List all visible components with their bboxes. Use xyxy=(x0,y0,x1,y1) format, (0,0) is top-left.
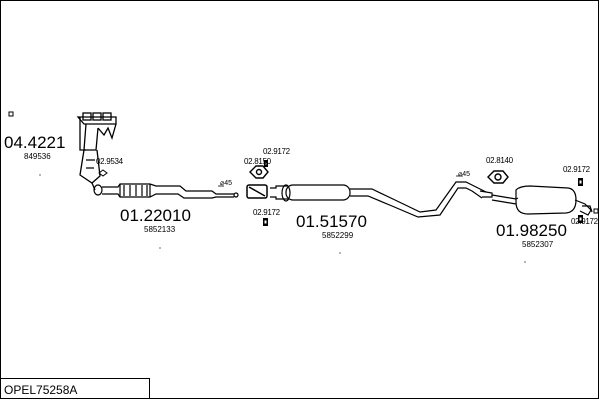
rear-silencer xyxy=(491,185,593,216)
clamp-icon xyxy=(246,184,268,199)
rubber-hanger-icon xyxy=(249,165,269,179)
assembly-number-middle-silencer: 01.51570 xyxy=(296,212,367,231)
part-number-9172-mid: 02.9172 xyxy=(253,208,280,217)
part-number-8150: 02.8150 xyxy=(244,157,271,166)
exhaust-manifold xyxy=(76,112,117,191)
diameter-arrow xyxy=(218,175,463,187)
oe-number-manifold: 849536 xyxy=(24,152,51,161)
leader-dots xyxy=(39,174,526,263)
oe-number-middle-silencer: 5852299 xyxy=(322,231,354,240)
part-number-9534: 02.9534 xyxy=(96,157,123,166)
gasket-icon xyxy=(263,161,583,225)
marker-icon-right xyxy=(593,208,599,214)
diameter-label-2: ⌀45 xyxy=(458,171,471,178)
rubber-hanger-icon xyxy=(487,170,509,184)
oe-number-front-pipe: 5852133 xyxy=(144,225,176,234)
oe-number-rear-silencer: 5852307 xyxy=(522,240,554,249)
front-pipe xyxy=(93,183,239,199)
part-number-9172-top: 02.9172 xyxy=(263,147,290,156)
assembly-number-rear-silencer: 01.98250 xyxy=(496,221,567,240)
marker-icon xyxy=(8,111,14,117)
assembly-number-front-pipe: 01.22010 xyxy=(120,206,191,225)
diameter-label-1: ⌀45 xyxy=(220,180,233,187)
gasket-icon xyxy=(98,169,108,177)
part-number-8140: 02.8140 xyxy=(486,156,513,165)
diagram-code: OPEL75258A xyxy=(4,383,78,397)
part-number-9172-right: 02.9172 xyxy=(563,165,590,174)
part-number-9172-rear: 02.9172 xyxy=(571,217,598,226)
diagram-code-box: OPEL75258A xyxy=(0,378,150,399)
assembly-number-manifold: 04.4221 xyxy=(4,133,66,152)
